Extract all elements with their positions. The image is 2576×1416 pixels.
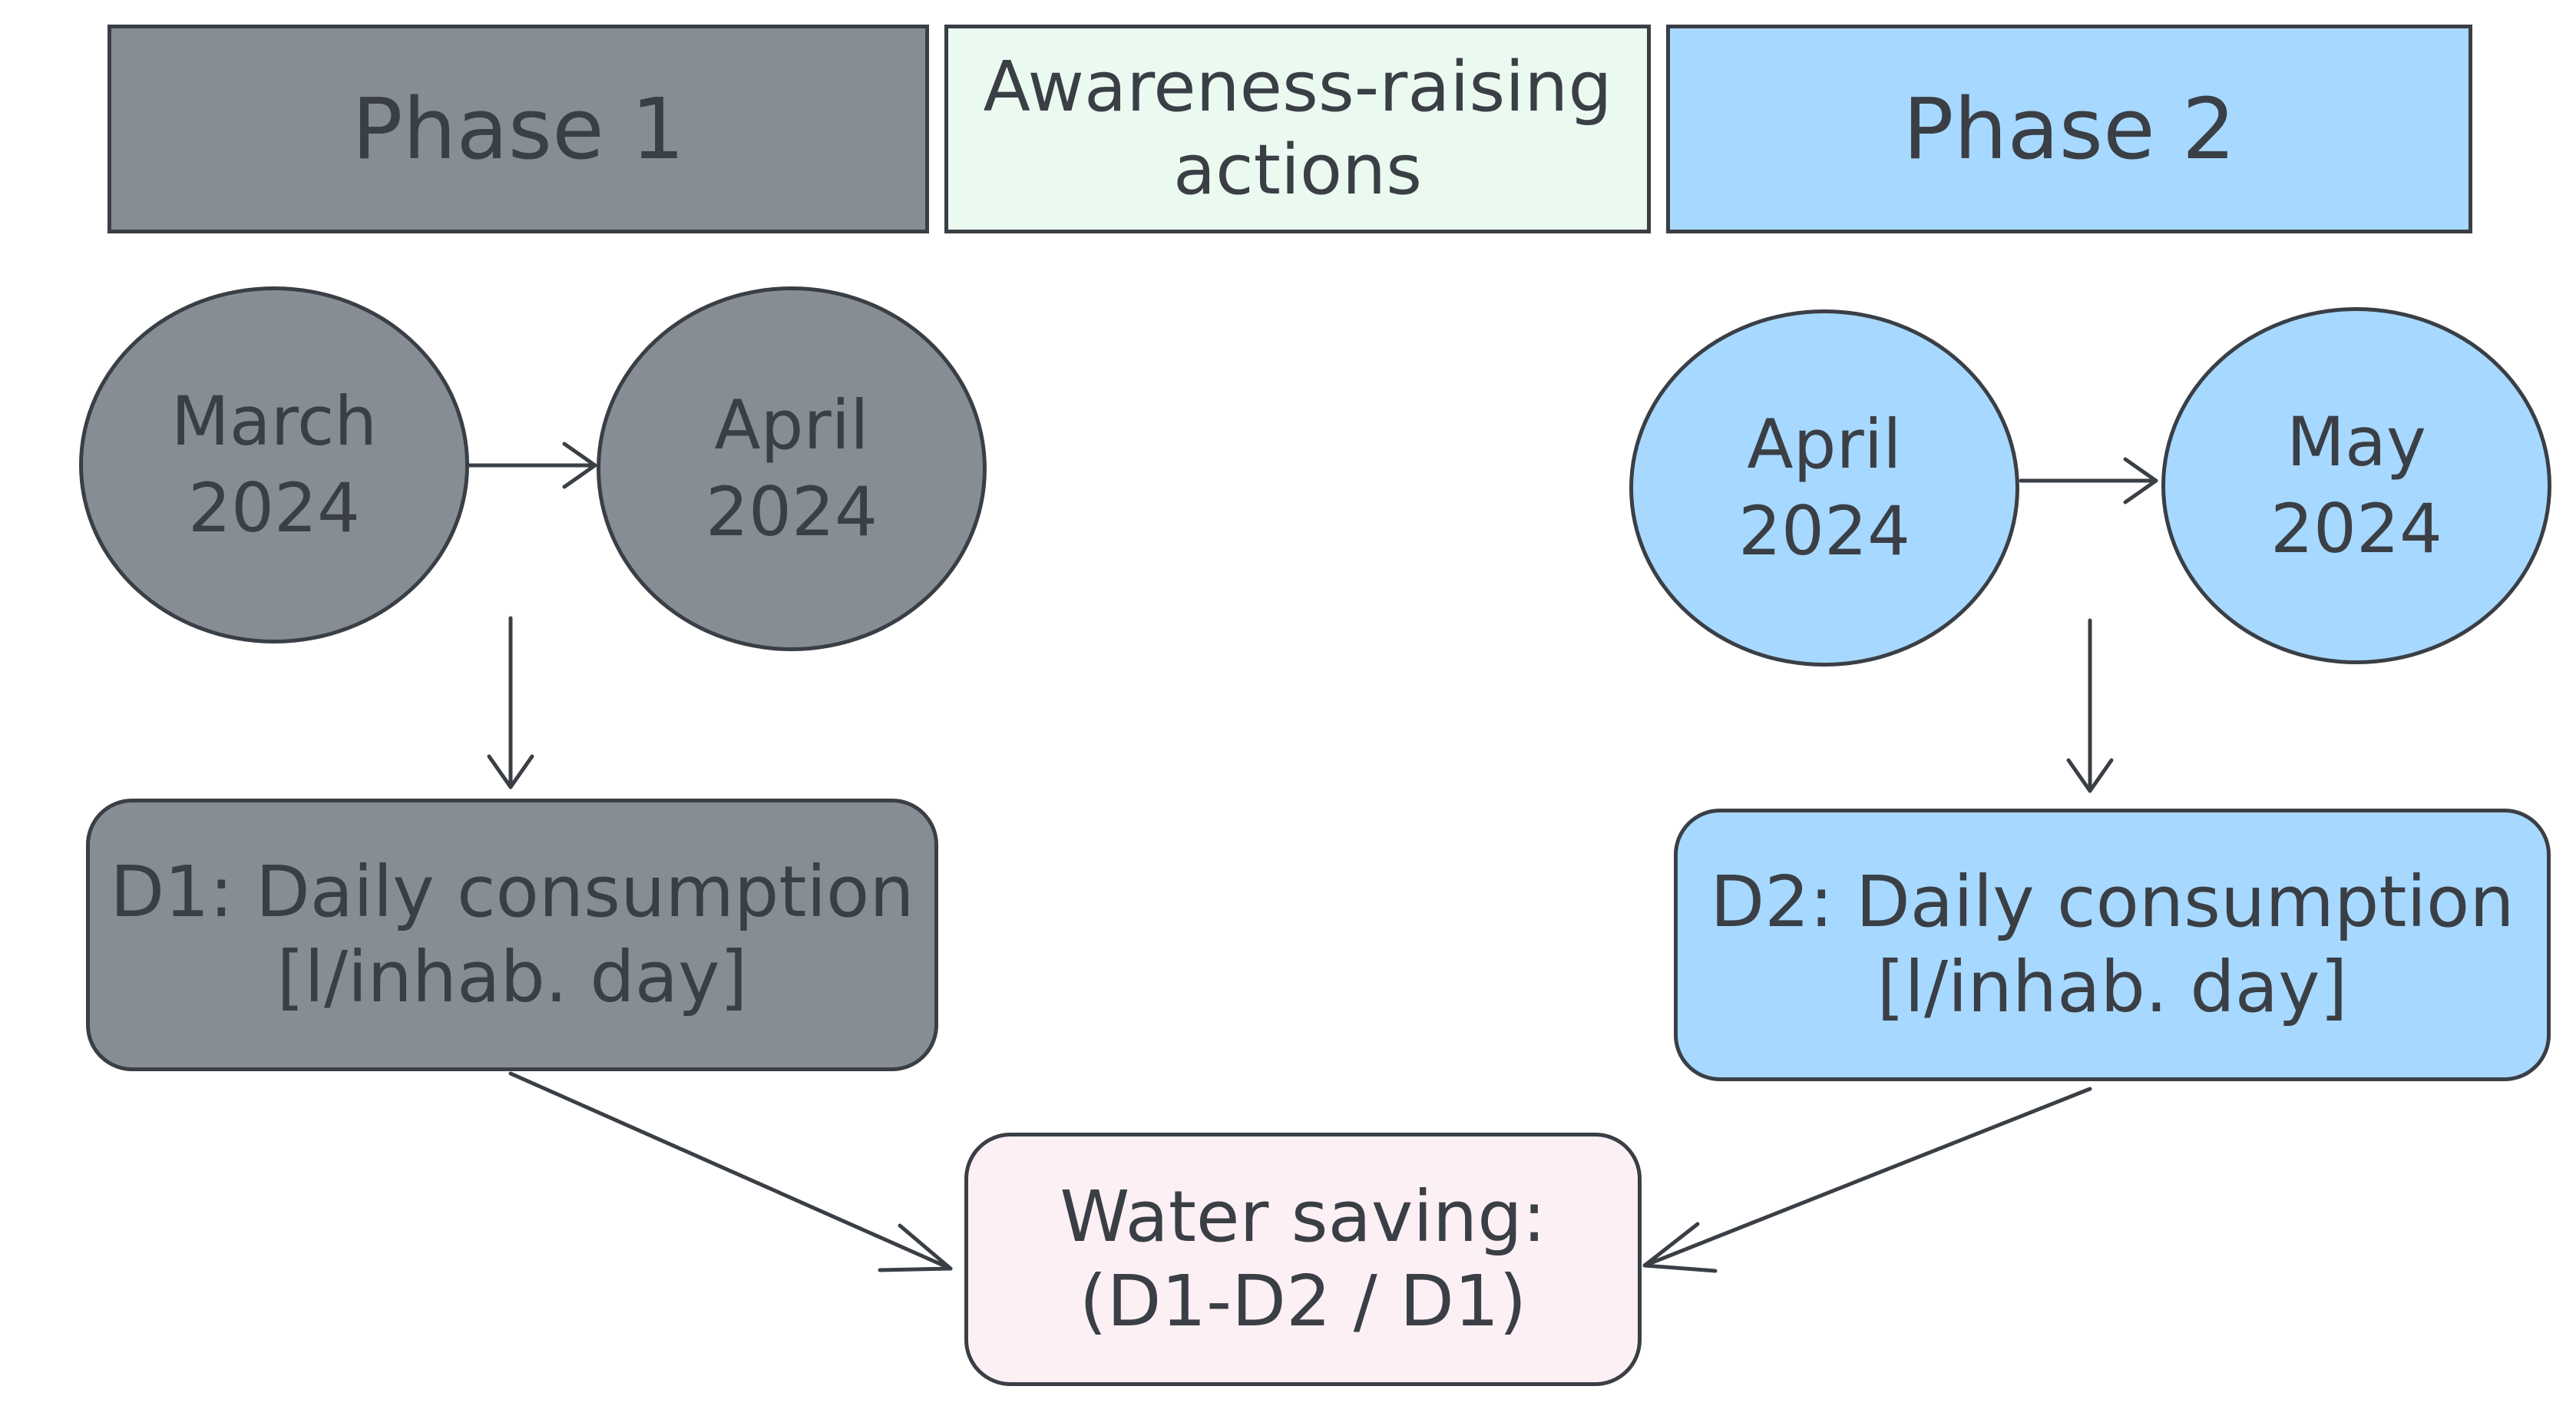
arrow-d1-to-water-saving: [508, 1071, 953, 1272]
phase1-end-year: 2024: [706, 471, 878, 551]
d1-consumption-text: D1: Daily consumption [l/inhab. day]: [110, 850, 914, 1020]
phase1-start-year: 2024: [188, 468, 360, 548]
d1-consumption-box: D1: Daily consumption [l/inhab. day]: [86, 799, 938, 1071]
phase2-start-circle: April 2024: [1629, 309, 2019, 667]
phase2-start-month: April: [1747, 404, 1902, 484]
arrow-april-to-may: [2019, 457, 2158, 505]
phase2-start-year: 2024: [1738, 491, 1910, 571]
water-saving-line-1: Water saving:: [1060, 1175, 1546, 1258]
phase2-header-label: Phase 2: [1903, 80, 2236, 178]
water-saving-line-2: (D1-D2 / D1): [1079, 1260, 1527, 1342]
awareness-header: Awareness-raising actions: [944, 25, 1651, 233]
awareness-line-2: actions: [1173, 130, 1422, 210]
d1-line-2: [l/inhab. day]: [276, 935, 748, 1018]
arrow-phase1-to-d1: [487, 616, 534, 789]
d1-line-1: D1: Daily consumption: [110, 851, 914, 934]
phase2-end-month: May: [2287, 402, 2426, 481]
d2-consumption-text: D2: Daily consumption [l/inhab. day]: [1710, 860, 2514, 1030]
phase2-header: Phase 2: [1666, 25, 2472, 233]
d2-line-2: [l/inhab. day]: [1877, 945, 2348, 1028]
water-saving-text: Water saving: (D1-D2 / D1): [1060, 1175, 1546, 1345]
arrow-march-to-april: [467, 442, 597, 489]
arrow-d2-to-water-saving: [1642, 1087, 2092, 1273]
phase1-header-label: Phase 1: [352, 80, 685, 178]
phase2-end-circle: May 2024: [2161, 307, 2551, 664]
water-saving-box: Water saving: (D1-D2 / D1): [964, 1133, 1642, 1386]
arrow-phase2-to-d2: [2066, 618, 2114, 793]
awareness-header-label: Awareness-raising actions: [984, 46, 1612, 212]
phase1-end-circle: April 2024: [597, 286, 987, 651]
phase1-start-month: March: [170, 381, 378, 461]
phase1-end-month: April: [714, 385, 869, 465]
d2-line-1: D2: Daily consumption: [1710, 861, 2515, 944]
d2-consumption-box: D2: Daily consumption [l/inhab. day]: [1674, 809, 2551, 1081]
awareness-line-1: Awareness-raising: [983, 47, 1612, 127]
phase1-start-circle: March 2024: [79, 286, 469, 643]
phase1-header: Phase 1: [107, 25, 929, 233]
phase2-end-year: 2024: [2270, 488, 2442, 568]
